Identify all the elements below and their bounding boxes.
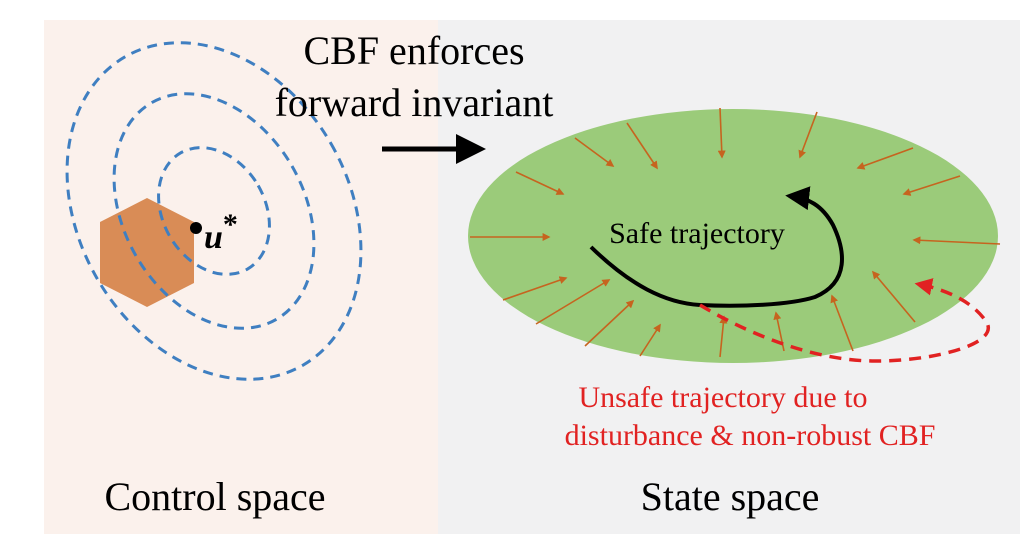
header-line-1: CBF enforces <box>303 28 524 73</box>
optimal-point <box>190 222 202 234</box>
inward-arrow <box>574 137 615 167</box>
inward-arrow <box>912 236 1001 245</box>
control-space-caption: Control space <box>104 474 325 519</box>
inward-arrow <box>798 111 818 159</box>
optimal-point-label: u* <box>204 208 238 256</box>
contour-inner <box>157 146 271 276</box>
safe-set <box>468 109 998 363</box>
inward-arrow <box>871 270 916 323</box>
unsafe-label-line-1: Unsafe trajectory due to <box>578 381 867 414</box>
contour-middle <box>112 92 316 330</box>
inward-arrow <box>830 294 854 352</box>
unsafe-label-line-2: disturbance & non-robust CBF <box>565 419 936 452</box>
safe-trajectory-label: Safe trajectory <box>609 217 785 250</box>
state-space-caption: State space <box>641 474 820 519</box>
inward-arrow <box>639 323 661 357</box>
inward-arrow <box>856 147 914 170</box>
inward-arrow <box>584 299 635 347</box>
header-line-2: forward invariant <box>275 80 554 125</box>
inward-arrow <box>719 315 728 358</box>
contour-outer <box>65 41 363 381</box>
inward-arrow <box>502 276 568 301</box>
inward-arrow <box>902 175 961 196</box>
inward-arrow <box>717 107 726 159</box>
inward-arrow <box>515 171 565 195</box>
cost-contours <box>65 41 363 381</box>
inward-arrow <box>626 122 658 170</box>
inward-arrow <box>535 279 611 325</box>
safe-trajectory <box>589 186 844 308</box>
constraint-hexagon <box>100 198 194 307</box>
unsafe-trajectory <box>699 278 990 363</box>
